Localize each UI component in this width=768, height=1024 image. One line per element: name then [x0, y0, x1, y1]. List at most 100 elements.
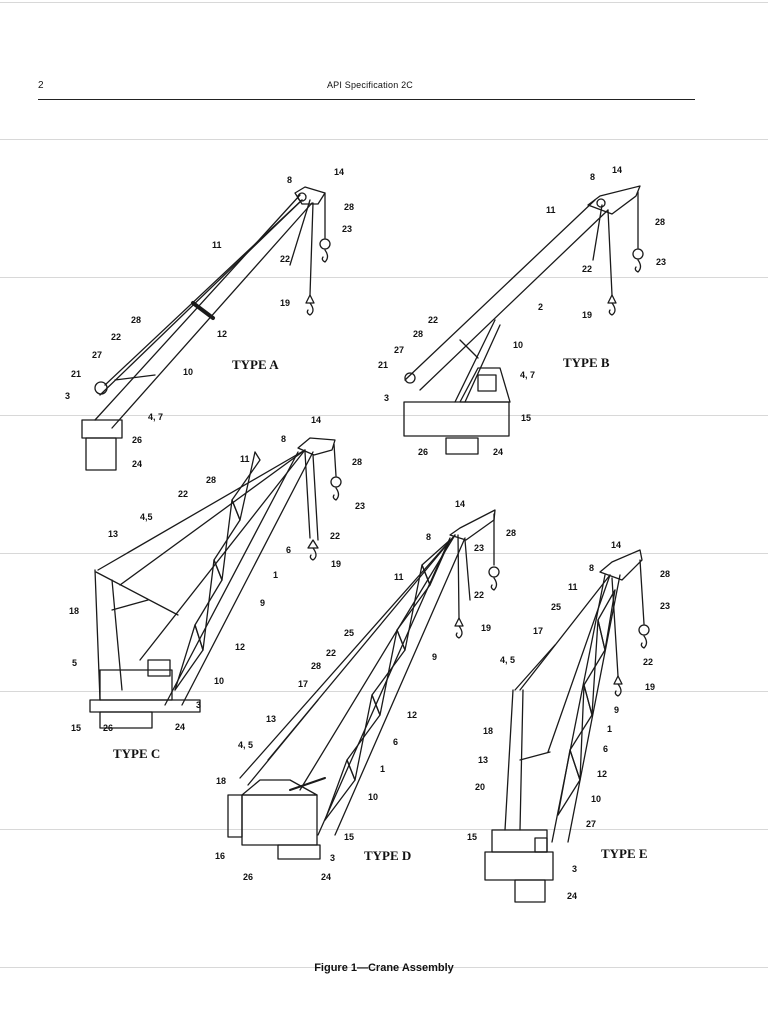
callout-number: 12	[235, 642, 245, 652]
callout-number: 17	[298, 679, 308, 689]
callout-number: 28	[413, 329, 423, 339]
callout-number: 22	[330, 531, 340, 541]
callout-number: 13	[478, 755, 488, 765]
callout-number: 9	[432, 652, 437, 662]
type-c-label: TYPE C	[113, 746, 160, 761]
callout-number: 19	[331, 559, 341, 569]
header-rule	[38, 99, 695, 100]
callout-number: 23	[656, 257, 666, 267]
callout-number: 1	[380, 764, 385, 774]
callout-number: 3	[65, 391, 70, 401]
callout-number: 15	[521, 413, 531, 423]
callout-number: 23	[355, 501, 365, 511]
callout-number: 22	[111, 332, 121, 342]
callout-number: 28	[311, 661, 321, 671]
callout-number: 12	[217, 329, 227, 339]
scan-rule	[0, 967, 768, 968]
callout-number: 8	[287, 175, 292, 185]
callout-number: 23	[474, 543, 484, 553]
scan-rule	[0, 553, 768, 554]
callout-number: 1	[607, 724, 612, 734]
callout-number: 24	[567, 891, 577, 901]
callout-number: 28	[660, 569, 670, 579]
callout-number: 13	[108, 529, 118, 539]
running-header: API Specification 2C	[326, 80, 414, 90]
callout-number: 4, 5	[238, 740, 253, 750]
callout-number: 14	[311, 415, 321, 425]
callout-number: 20	[475, 782, 485, 792]
crane-type-a-drawing	[81, 186, 331, 471]
callout-number: 13	[266, 714, 276, 724]
callout-number: 10	[183, 367, 193, 377]
callout-number: 21	[71, 369, 81, 379]
callout-number: 11	[546, 205, 556, 215]
callout-number: 22	[643, 657, 653, 667]
callout-number: 18	[69, 606, 79, 616]
callout-number: 8	[590, 172, 595, 182]
callout-number: 3	[572, 864, 577, 874]
callout-number: 8	[589, 563, 594, 573]
callout-number: 10	[214, 676, 224, 686]
callout-number: 14	[455, 499, 465, 509]
callout-number: 22	[474, 590, 484, 600]
callout-number: 3	[330, 853, 335, 863]
callout-number: 11	[212, 240, 222, 250]
callout-number: 26	[418, 447, 428, 457]
callout-number: 11	[568, 582, 578, 592]
callout-number: 27	[586, 819, 596, 829]
callout-number: 14	[334, 167, 344, 177]
callout-number: 16	[215, 851, 225, 861]
type-d-label: TYPE D	[364, 848, 411, 863]
callout-number: 6	[603, 744, 608, 754]
crane-type-e-drawing	[484, 549, 650, 903]
callout-number: 1	[273, 570, 278, 580]
callout-number: 18	[483, 726, 493, 736]
callout-number: 14	[611, 540, 621, 550]
callout-number: 23	[342, 224, 352, 234]
callout-number: 6	[286, 545, 291, 555]
callout-number: 18	[216, 776, 226, 786]
scan-rule	[0, 829, 768, 830]
callout-number: 26	[103, 723, 113, 733]
callout-number: 28	[655, 217, 665, 227]
callout-number: 22	[428, 315, 438, 325]
callout-number: 24	[321, 872, 331, 882]
callout-number: 10	[591, 794, 601, 804]
callout-number: 28	[352, 457, 362, 467]
callout-number: 17	[533, 626, 543, 636]
callout-number: 25	[551, 602, 561, 612]
callout-number: 11	[394, 572, 404, 582]
callout-number: 4, 7	[148, 412, 163, 422]
callout-number: 27	[394, 345, 404, 355]
scan-rule	[0, 415, 768, 416]
page-number: 2	[38, 80, 44, 91]
callout-number: 28	[206, 475, 216, 485]
callout-number: 6	[393, 737, 398, 747]
callout-number: 19	[645, 682, 655, 692]
callout-number: 19	[582, 310, 592, 320]
scan-rule	[0, 139, 768, 140]
callout-number: 26	[243, 872, 253, 882]
crane-type-b-drawing	[403, 185, 644, 455]
callout-number: 5	[72, 658, 77, 668]
callout-number: 12	[597, 769, 607, 779]
callout-number: 21	[378, 360, 388, 370]
callout-number: 19	[280, 298, 290, 308]
callout-number: 22	[280, 254, 290, 264]
callout-number: 4, 7	[520, 370, 535, 380]
callout-number: 24	[175, 722, 185, 732]
callout-number: 15	[467, 832, 477, 842]
callout-number: 9	[260, 598, 265, 608]
callout-number: 28	[131, 315, 141, 325]
scan-rule	[0, 691, 768, 692]
callout-number: 12	[407, 710, 417, 720]
callout-number: 15	[71, 723, 81, 733]
callout-number: 15	[344, 832, 354, 842]
type-e-label: TYPE E	[601, 846, 648, 861]
callout-number: 23	[660, 601, 670, 611]
crane-type-d-drawing	[227, 509, 500, 860]
callout-number: 24	[493, 447, 503, 457]
callout-number: 26	[132, 435, 142, 445]
